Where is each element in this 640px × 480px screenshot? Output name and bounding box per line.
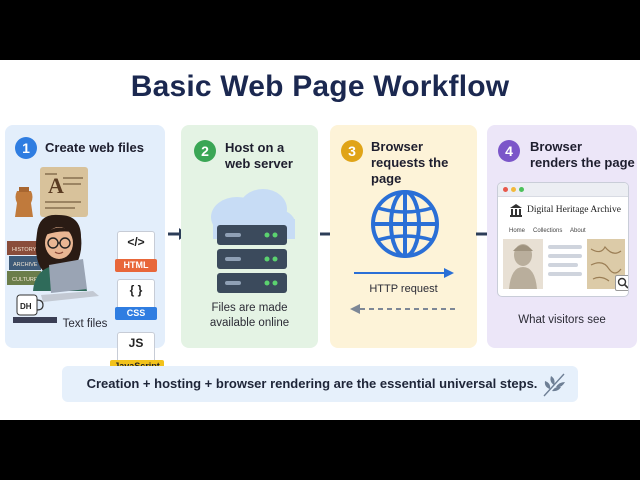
text-placeholder-line [548,245,582,249]
svg-text:CULTURE: CULTURE [12,277,38,283]
svg-text:HISTORY: HISTORY [12,247,37,253]
step-4-caption: What visitors see [518,314,606,326]
parchment-letter: A [48,173,64,198]
search-icon [617,277,628,289]
step-3-title-line-2: requests the page [371,155,449,186]
book-history-icon [7,241,41,255]
museum-icon [510,204,522,217]
step-2-title-line-1: Host on a [225,140,285,155]
step-4-title-line-1: Browser [530,139,583,154]
text-placeholder-line [548,254,582,258]
response-arrow-icon [350,304,456,314]
browser-window: Digital Heritage Archive Home Collection… [497,182,629,297]
step-2-number: 2 [194,140,216,162]
server-icon [211,189,295,293]
mug-icon [16,294,38,316]
svg-text:DH: DH [20,302,32,311]
leaf-icon [543,373,565,397]
summary-text: Creation + hosting + browser rendering a… [86,376,538,391]
nav-home-link[interactable]: Home [509,228,526,234]
step-1-title: Create web files [45,140,144,155]
step-2-caption-line-2: available online [209,317,290,329]
step-2-title-line-2: web server [225,156,293,171]
maximize-dot-icon [519,187,524,192]
html-tag: HTML [115,259,157,272]
nav-collections-link[interactable]: Collections [533,228,563,234]
summary-banner: Creation + hosting + browser rendering a… [62,366,578,402]
step-1-caption: Text files [62,318,108,330]
browser-toolbar [498,183,628,197]
step-3-number: 3 [341,140,363,162]
step-4-title-line-2: renders the page [530,155,635,170]
zoom-search-button[interactable] [615,275,628,291]
svg-text:ARCHIVE: ARCHIVE [13,262,38,268]
text-placeholder-line [548,272,582,276]
diagram-canvas: Basic Web Page Workflow 1 Create web fil… [0,60,640,420]
step-4-number: 4 [498,140,520,162]
book-culture-icon [7,271,41,285]
step-1-panel: 1 Create web files A HISTORY ARCHIVE CUL… [5,125,165,373]
html-file-icon: </> HTML [115,231,157,272]
css-tag: CSS [115,307,157,320]
close-dot-icon [503,187,508,192]
diagram-title: Basic Web Page Workflow [130,70,510,103]
text-placeholder-line [548,263,578,267]
http-request-label: HTTP request [369,283,438,295]
step-3-panel: 3 Browser requests the page HTTP request [330,125,477,348]
css-file-icon: { } CSS [115,279,157,320]
statue-image [503,239,543,289]
minimize-dot-icon [511,187,516,192]
developer-illustration: A HISTORY ARCHIVE CULTURE [7,167,99,323]
step-2-caption-line-1: Files are made [211,302,288,314]
book-archive-icon [9,256,41,270]
vase-icon [15,191,33,217]
parchment-icon [40,167,88,217]
step-1-number: 1 [15,137,37,159]
laptop-icon [49,259,87,293]
site-name: Digital Heritage Archive [527,205,621,215]
step-3-title-line-1: Browser [371,139,424,154]
js-file-icon: JS JavaScript [110,332,164,373]
globe-icon [371,190,439,258]
step-2-panel: 2 Host on a web server Files are made av… [181,125,318,348]
nav-about-link[interactable]: About [570,228,586,234]
request-arrow-icon [354,268,454,278]
step-4-panel: 4 Browser renders the page Digital Herit… [487,125,637,348]
